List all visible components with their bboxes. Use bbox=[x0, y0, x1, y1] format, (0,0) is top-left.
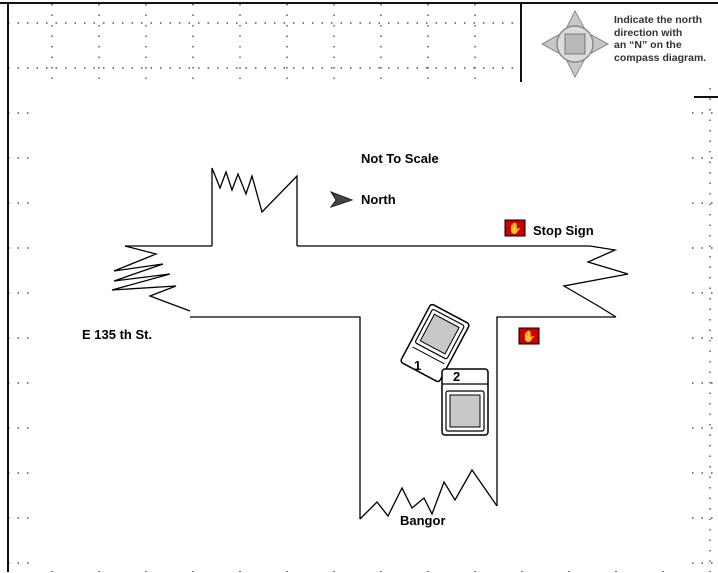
north-arrow-icon bbox=[329, 191, 354, 208]
vehicle-number-2: 2 bbox=[453, 369, 461, 384]
vehicle-2[interactable] bbox=[441, 368, 489, 436]
west-break-line bbox=[111, 245, 191, 312]
east-break-line bbox=[562, 245, 629, 318]
street-bottom-edge-west bbox=[190, 316, 361, 519]
street-bottom-edge-east bbox=[496, 316, 616, 506]
north-label: North bbox=[361, 192, 396, 207]
stop-sign-icon: ✋ bbox=[518, 327, 540, 345]
svg-text:✋: ✋ bbox=[522, 330, 536, 343]
accident-sketch-canvas[interactable]: ✋ ✋ Not To Scale North Stop Sign E 135 t… bbox=[30, 84, 692, 568]
north-road-outline bbox=[211, 167, 298, 246]
intersection-drawing: ✋ ✋ bbox=[111, 167, 629, 520]
stop-sign-icon: ✋ bbox=[504, 219, 526, 237]
vehicle-number-1: 1 bbox=[414, 358, 422, 373]
compass-panel: Indicate the north direction with an “N”… bbox=[520, 4, 718, 82]
south-break-line bbox=[359, 468, 498, 520]
street-label-bangor: Bangor bbox=[400, 513, 446, 528]
stop-sign-label: Stop Sign bbox=[533, 223, 594, 238]
compass-instruction: Indicate the north direction with an “N”… bbox=[614, 14, 707, 64]
vehicle-1[interactable] bbox=[400, 303, 470, 383]
street-label-e-135th: E 135 th St. bbox=[82, 327, 153, 342]
svg-text:✋: ✋ bbox=[508, 222, 522, 235]
scale-note: Not To Scale bbox=[361, 151, 439, 166]
compass-icon[interactable] bbox=[540, 9, 610, 79]
